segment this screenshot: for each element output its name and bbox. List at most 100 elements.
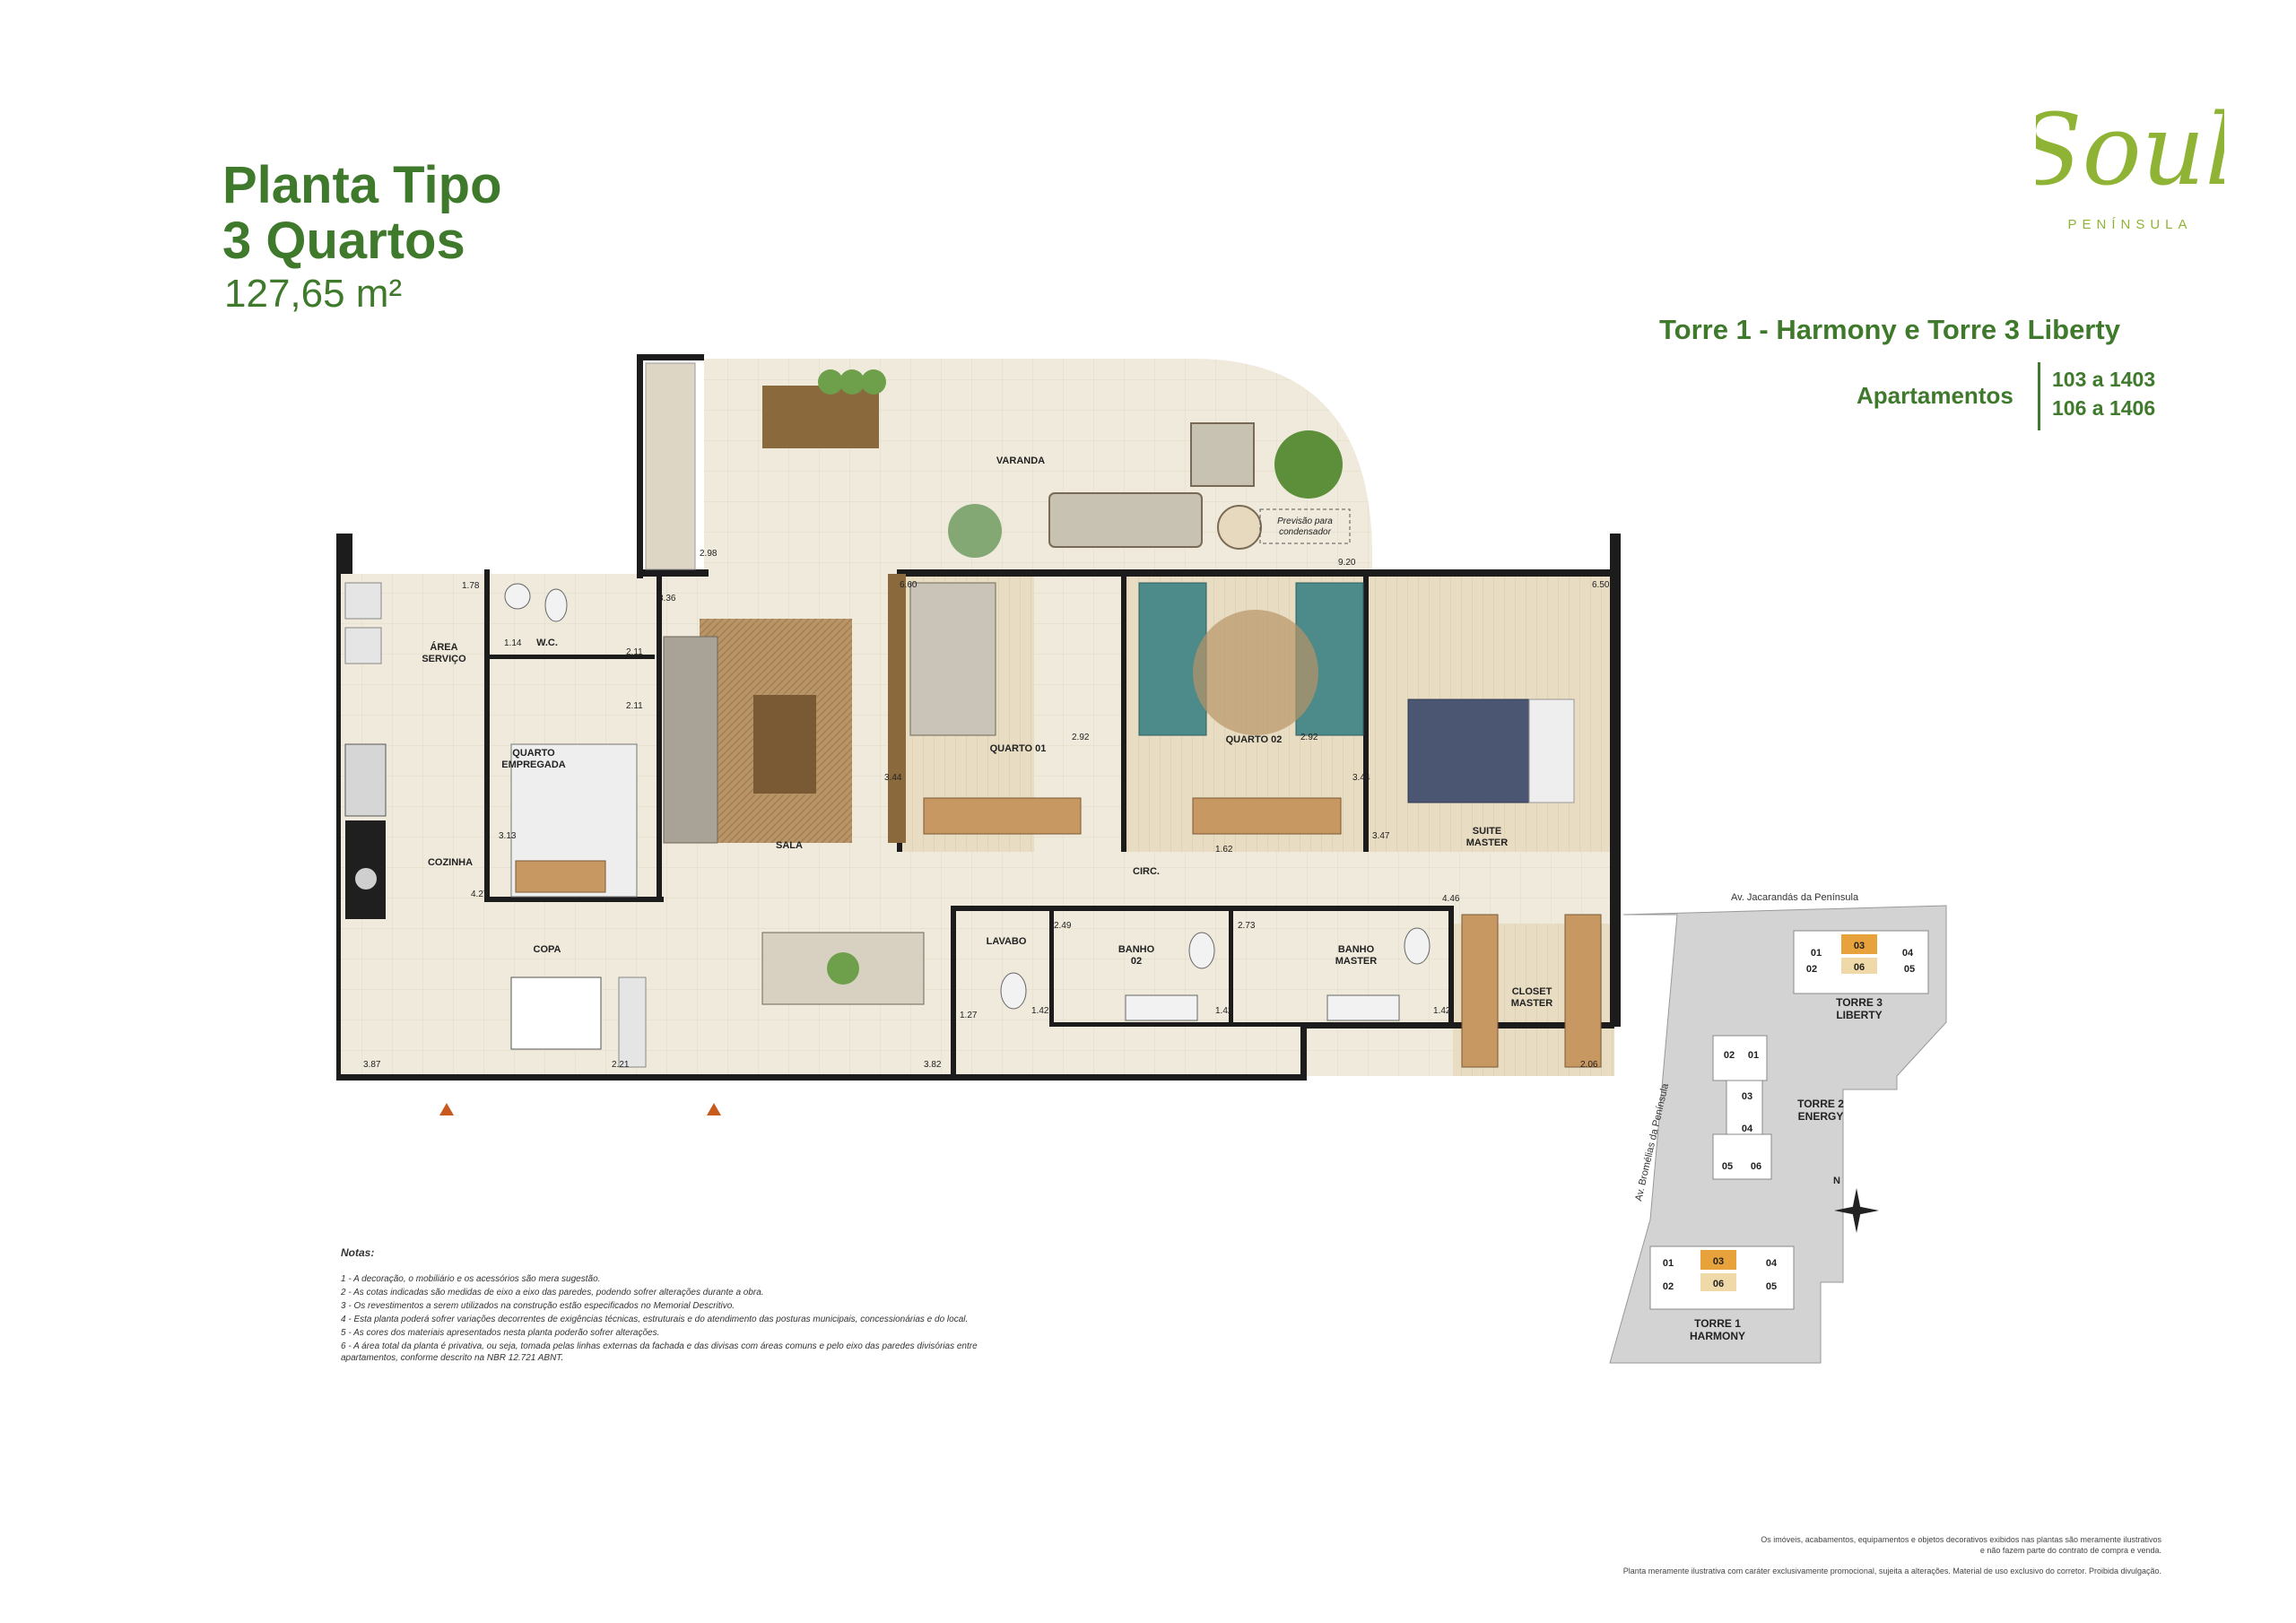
copa-table (510, 976, 602, 1050)
room-label-cozinha: COZINHA (428, 857, 473, 868)
unit-label: 05 (1722, 1161, 1733, 1172)
wall (484, 897, 664, 902)
room-label-suite-master: MASTER (1466, 838, 1509, 848)
wall (1229, 906, 1233, 1022)
apartments-label: Apartamentos (1857, 382, 2013, 409)
wall (1049, 1022, 1453, 1027)
unit-label: 04 (1766, 1258, 1778, 1269)
note-item: 3 - Os revestimentos a serem utilizados … (341, 1300, 735, 1311)
page-title-line-2: 3 Quartos (222, 212, 465, 270)
toilet (1188, 932, 1215, 969)
street-top: Av. Jacarandás da Península (1731, 892, 1859, 903)
room-label-wc: W.C. (536, 638, 558, 648)
laundry-tank (344, 582, 382, 620)
wall (637, 354, 704, 360)
note-item: 2 - As cotas indicadas são medidas de ei… (341, 1287, 764, 1298)
compass: N (1833, 1176, 1879, 1233)
torre-3: 01 03 04 02 06 05 TORRE 3 LIBERTY (1793, 930, 1929, 1021)
bathroom-fixtures (504, 583, 1431, 1021)
wc-sink (504, 583, 531, 610)
dimension: 1.14 (504, 638, 522, 648)
unit-label: 03 (1713, 1256, 1724, 1267)
unit-label: 05 (1904, 964, 1915, 975)
quarto-02-wardrobe (1192, 797, 1342, 835)
ac-note: condensador (1279, 527, 1331, 537)
dimension: 3.82 (924, 1060, 942, 1070)
dimension: 3.44 (1352, 773, 1370, 783)
pillows (1528, 699, 1575, 803)
wall (657, 569, 662, 901)
room-label-quarto-empregada: QUARTO (512, 748, 555, 759)
room-label-closet-master: MASTER (1511, 998, 1553, 1009)
tower-name: TORRE 3 (1836, 996, 1883, 1009)
service-furniture (344, 582, 647, 1068)
dimension: 2.49 (1054, 921, 1072, 931)
torre-1: 01 03 04 02 06 05 TORRE 1 HARMONY (1649, 1245, 1795, 1342)
bedroom-furniture (909, 582, 1602, 1068)
sink (355, 868, 377, 890)
washing-machine (344, 627, 382, 664)
quarto-02-rug (1193, 610, 1318, 735)
unit-label: 03 (1854, 941, 1865, 951)
quarto-01-wardrobe (923, 797, 1082, 835)
room-label-quarto-01: QUARTO 01 (990, 743, 1047, 754)
disclaimer: Os imóveis, acabamentos, equipamentos e … (1605, 1535, 2161, 1577)
unit-label: 04 (1902, 948, 1914, 959)
wall (336, 569, 341, 1081)
room-label-suite-master: SUITE (1473, 826, 1501, 837)
dimension: 2.98 (700, 549, 718, 559)
room-label-banho-master: BANHO (1338, 944, 1375, 955)
dimension: 2.11 (626, 701, 643, 711)
dining-table (762, 386, 879, 448)
dimension: 1.27 (960, 1011, 978, 1020)
dimension: 6.50 (1592, 580, 1610, 590)
apartments-divider (2038, 362, 2040, 430)
apartment-range: 103 a 1403 (2052, 368, 2156, 391)
wall (1363, 574, 1369, 852)
note-item: 1 - A decoração, o mobiliário e os acess… (341, 1273, 601, 1284)
disclaimer-line: Os imóveis, acabamentos, equipamentos e … (1761, 1535, 2161, 1544)
notes-title: Notas: (341, 1246, 375, 1259)
dimension: 3.44 (884, 773, 902, 783)
dimension: 1.42 (1433, 1006, 1451, 1016)
unit-label: 01 (1748, 1050, 1759, 1061)
living-sofa (663, 636, 718, 844)
dimension: 1.62 (1215, 845, 1233, 855)
wall (1300, 1022, 1614, 1028)
sofa (1048, 492, 1203, 548)
building-footprint (1726, 1080, 1763, 1135)
dimension-labels: 1.78 1.14 2.11 2.11 3.36 6.60 2.98 9.20 … (363, 549, 1610, 1070)
note-item: 6 - A área total da planta é privativa, … (341, 1341, 978, 1363)
closet-shelf (1461, 914, 1499, 1068)
unit-label: 02 (1724, 1050, 1735, 1061)
room-labels: VARANDA ÁREA SERVIÇO W.C. QUARTO EMPREGA… (422, 456, 1552, 1009)
unit-label: 04 (1742, 1124, 1753, 1134)
ac-condenser-area (1259, 508, 1351, 544)
note-item: 5 - As cores dos materiais apresentados … (341, 1327, 660, 1338)
disclaimer-line: e não fazem parte do contrato de compra … (1979, 1545, 2161, 1555)
page-title-line-1: Planta Tipo (222, 156, 502, 214)
walls (336, 354, 1621, 1081)
entrance-arrow-icon (439, 1103, 454, 1115)
wall (897, 569, 1614, 577)
tower-name: ENERGY (1798, 1110, 1844, 1123)
torre-2: 02 01 03 04 05 06 TORRE 2 ENERGY (1712, 1035, 1844, 1180)
toilet (544, 588, 568, 622)
dimension: 6.60 (900, 580, 918, 590)
plant (1274, 430, 1343, 499)
unit-label: 03 (1742, 1091, 1752, 1102)
dimension: 4.27 (471, 890, 489, 899)
unit-label: 06 (1713, 1279, 1724, 1289)
dimension: 2.92 (1300, 733, 1318, 742)
wall (1049, 906, 1054, 1022)
plant (827, 952, 859, 985)
towers-heading: Torre 1 - Harmony e Torre 3 Liberty (1659, 314, 2120, 345)
room-label-circ: CIRC. (1133, 866, 1160, 877)
logo-subtext: PENÍNSULA (2067, 217, 2192, 232)
room-label-quarto-empregada: EMPREGADA (501, 759, 566, 770)
plant (839, 369, 865, 395)
soul-peninsula-logo: Soul PENÍNSULA (2036, 92, 2224, 232)
bbq-counter (645, 362, 696, 570)
tower-name: LIBERTY (1836, 1009, 1882, 1021)
dimension: 4.46 (1442, 894, 1460, 904)
